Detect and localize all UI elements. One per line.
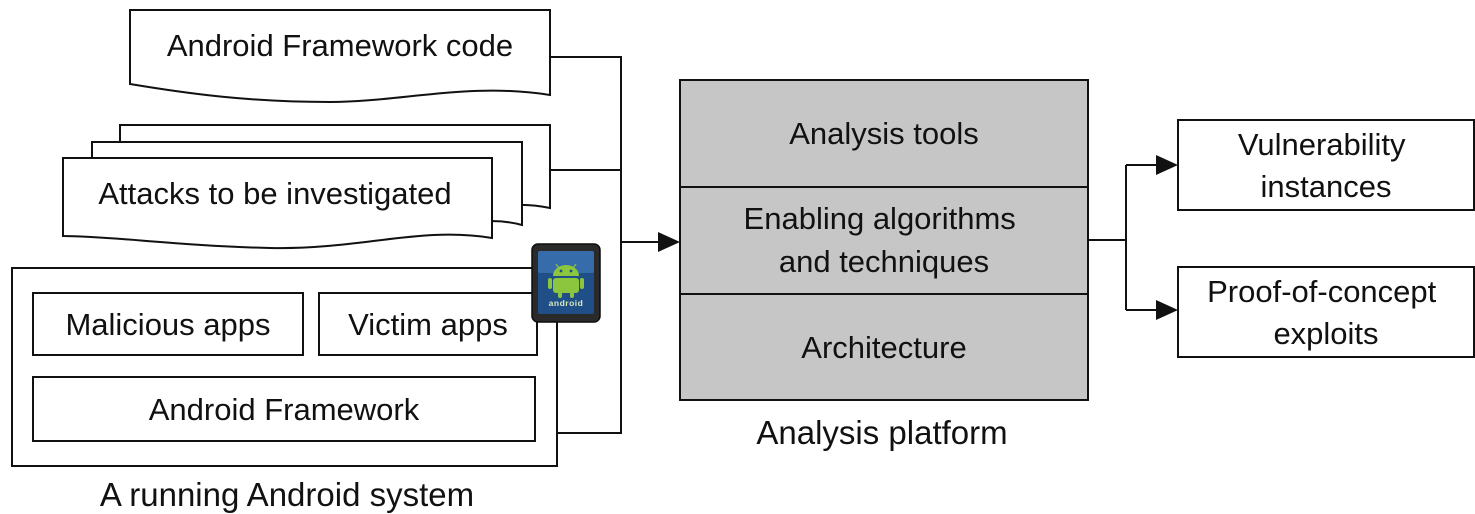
android-framework-box xyxy=(32,376,536,442)
victim-apps-label: Victim apps xyxy=(348,307,508,342)
poc-box xyxy=(1177,266,1475,358)
arrowhead-to-platform xyxy=(658,232,680,252)
malicious-apps-box xyxy=(32,292,304,356)
android-framework-label: Android Framework xyxy=(149,392,420,427)
phone-screen-glare xyxy=(538,251,594,273)
vulnerability-box xyxy=(1177,119,1475,211)
running-android-system: Malicious apps Victim apps Android Frame… xyxy=(11,243,601,513)
proof-of-concept-output: Proof-of-concept exploits xyxy=(1177,266,1475,358)
platform-analysis-tools-label: Analysis tools xyxy=(789,116,979,151)
connector-framework-code xyxy=(551,56,622,242)
platform-section-architecture xyxy=(679,293,1089,401)
android-robot-icon xyxy=(548,263,584,298)
stack-page-front xyxy=(62,157,493,250)
arrowhead-to-vulnerability xyxy=(1156,155,1178,175)
malicious-apps-label: Malicious apps xyxy=(65,307,270,342)
vulnerability-instances-output: Vulnerability instances xyxy=(1177,119,1475,211)
attacks-document-stack: Attacks to be investigated xyxy=(62,124,551,250)
framework-code-label: Android Framework code xyxy=(167,28,513,63)
document-shape xyxy=(129,9,551,104)
analysis-platform: Analysis tools Enabling algorithms and t… xyxy=(679,79,1089,451)
connector-running-system xyxy=(557,242,622,434)
platform-architecture-label: Architecture xyxy=(801,330,966,365)
platform-caption: Analysis platform xyxy=(756,414,1007,451)
android-phone-icon: android xyxy=(531,243,601,323)
arrowhead-to-poc xyxy=(1156,300,1178,320)
platform-algorithms-label: Enabling algorithms and techniques xyxy=(744,201,1025,279)
framework-code-document: Android Framework code xyxy=(129,9,551,104)
android-logo-text: android xyxy=(549,298,584,308)
connectors xyxy=(551,56,1178,434)
platform-section-algorithms xyxy=(679,186,1089,295)
victim-apps-box xyxy=(318,292,538,356)
connector-platform-out xyxy=(1088,164,1160,311)
platform-section-analysis-tools xyxy=(679,79,1089,188)
running-system-caption: A running Android system xyxy=(100,476,474,513)
attacks-label: Attacks to be investigated xyxy=(98,176,451,211)
vulnerability-label: Vulnerability instances xyxy=(1238,127,1414,204)
poc-label: Proof-of-concept exploits xyxy=(1207,274,1445,351)
